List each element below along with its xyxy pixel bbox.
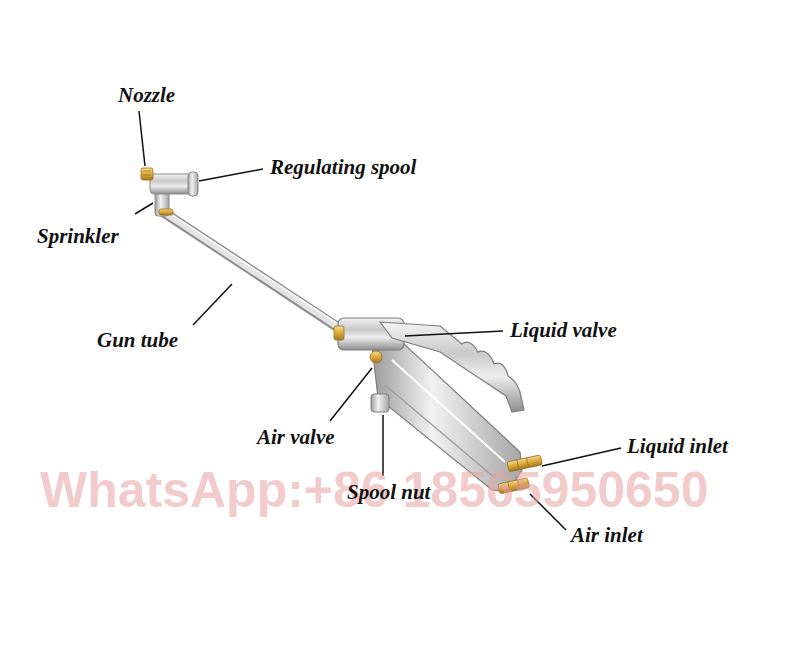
part-label: Regulating spool	[270, 155, 416, 179]
part-label: Air inlet	[571, 523, 643, 547]
part-label: Spool nut	[347, 480, 430, 504]
part-label: Liquid inlet	[627, 434, 728, 458]
part-label: Gun tube	[97, 328, 178, 352]
part-label: Nozzle	[118, 83, 175, 107]
part-label: Sprinkler	[37, 224, 119, 248]
part-label: Liquid valve	[510, 318, 617, 342]
spool-nut	[371, 394, 389, 412]
trigger-lever	[380, 322, 524, 412]
air-valve-knob	[370, 351, 382, 363]
part-label: Air valve	[257, 425, 335, 449]
nozzle-tip	[141, 168, 153, 180]
sprinkler-head	[141, 168, 198, 216]
gun-tube	[163, 210, 349, 334]
